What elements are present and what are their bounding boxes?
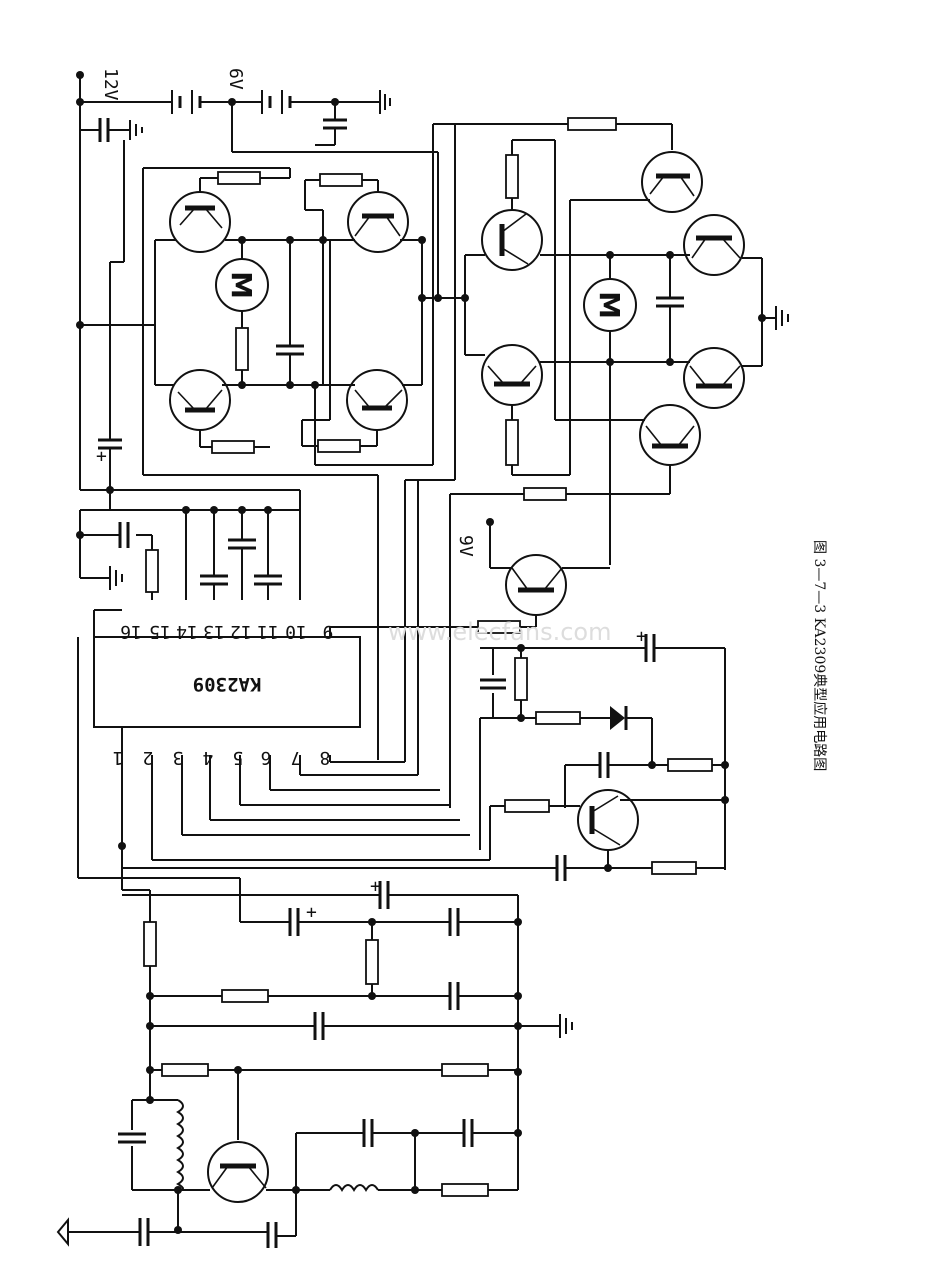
battery-6v — [261, 90, 380, 114]
pin-12: 12 — [230, 621, 252, 642]
pin-5: 5 — [233, 747, 244, 768]
pin-8: 8 — [320, 747, 331, 768]
label-12v: 12V — [100, 68, 121, 101]
pin-2: 2 — [143, 747, 154, 768]
pin-9: 9 — [323, 621, 334, 642]
power-supply: + — [76, 71, 439, 494]
transistor-icon — [577, 789, 639, 851]
pin-7: 7 — [291, 747, 302, 768]
pin-10: 10 — [285, 621, 307, 642]
svg-text:+: + — [96, 446, 107, 467]
left-motor-bridge: M — [76, 124, 438, 760]
pin-14: 14 — [176, 621, 198, 642]
ic-ka2309: KA2309 16 15 14 13 12 11 10 9 1 2 3 4 5 … — [76, 480, 490, 890]
transistor-icon — [207, 1141, 269, 1203]
ground-icon — [379, 90, 391, 114]
motor-icon: M — [215, 258, 269, 312]
chip-label: KA2309 — [193, 673, 262, 695]
transistor-icon — [683, 347, 745, 409]
pin-4: 4 — [203, 747, 214, 768]
antenna-icon — [56, 1217, 69, 1247]
pin-15: 15 — [149, 621, 171, 642]
label-6v: 6V — [225, 68, 246, 90]
driver-stage: 9V — [330, 518, 610, 634]
pin-13: 13 — [203, 621, 225, 642]
transistor-icon — [346, 369, 408, 431]
transistor-icon — [683, 214, 745, 276]
ground-icon — [559, 1014, 573, 1038]
transistor-icon — [347, 191, 409, 253]
bottom-pin-labels: 1 2 3 4 5 6 7 8 — [113, 747, 331, 768]
transistor-icon — [641, 151, 703, 213]
transistor-icon — [639, 404, 701, 466]
pin-1: 1 — [113, 747, 124, 768]
pin-6: 6 — [261, 747, 272, 768]
transistor-icon — [481, 344, 543, 406]
top-pin-labels: 16 15 14 13 12 11 10 9 — [120, 621, 333, 642]
inductor-icon — [329, 1184, 379, 1192]
rf-section: + + — [56, 637, 573, 1248]
svg-text:+: + — [370, 876, 381, 897]
control-stage: + — [118, 626, 729, 881]
svg-text:+: + — [306, 902, 317, 923]
ground-icon — [775, 306, 789, 330]
transistor-icon — [481, 209, 543, 271]
pin-11: 11 — [257, 621, 279, 642]
motor-label: M — [225, 271, 258, 299]
inductor-icon — [176, 1099, 184, 1191]
motor-label: M — [593, 291, 626, 319]
pin-3: 3 — [173, 747, 184, 768]
pin-16: 16 — [120, 621, 142, 642]
ground-icon — [109, 566, 123, 590]
figure-caption: 图 3—7—3 KA2309典型应用电路图 — [811, 540, 828, 771]
battery-12v — [171, 90, 232, 114]
transistor-icon — [505, 554, 567, 616]
right-motor-bridge: M — [404, 117, 789, 808]
ground-icon — [129, 120, 143, 140]
transistor-icon — [169, 369, 231, 431]
diode-icon — [610, 706, 628, 730]
transistor-icon — [169, 191, 231, 253]
motor-icon: M — [583, 278, 637, 332]
label-9v: 9V — [455, 535, 476, 557]
watermark: www.elecfans.com — [388, 618, 611, 646]
svg-text:+: + — [636, 626, 647, 647]
